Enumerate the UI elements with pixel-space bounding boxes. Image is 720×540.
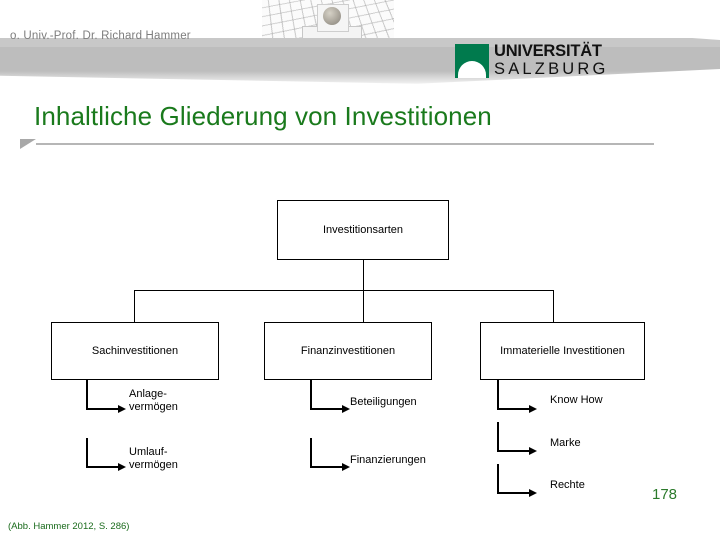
elbow-arm: [310, 466, 344, 468]
connector-elbow-marke: [497, 422, 541, 455]
connector-elbow-finanzierungen: [310, 438, 354, 471]
elbow-stem: [86, 438, 88, 468]
elbow-arm: [497, 408, 531, 410]
elbow-arrowhead-icon: [529, 446, 537, 455]
leaf-line-2: vermögen: [129, 459, 178, 471]
elbow-arm: [497, 492, 531, 494]
leaf-rechte[interactable]: Rechte: [550, 479, 585, 492]
connector-elbow-anlagevermoegen: [86, 380, 130, 413]
leaf-line-1: Marke: [550, 437, 581, 449]
elbow-arm: [86, 408, 120, 410]
connector-elbow-rechte: [497, 464, 541, 497]
node-investitionsarten[interactable]: Investitionsarten: [277, 200, 449, 260]
logo-line-2: SALZBURG: [494, 60, 609, 78]
leaf-anlagevermoegen[interactable]: Anlage- vermögen: [129, 388, 178, 414]
photo-sphere-shape: [323, 7, 341, 25]
leaf-line-1: Beteiligungen: [350, 396, 417, 408]
leaf-line-1: Know How: [550, 394, 603, 406]
node-immaterielle-investitionen[interactable]: Immaterielle Investitionen: [480, 322, 645, 380]
elbow-arrowhead-icon: [342, 404, 350, 413]
logo-dome-shape: [458, 61, 486, 78]
slide-header: o. Univ.-Prof. Dr. Richard Hammer UNIVER…: [0, 0, 720, 92]
node-sachinvestitionen[interactable]: Sachinvestitionen: [51, 322, 219, 380]
page-title: Inhaltliche Gliederung von Investitionen: [34, 101, 492, 131]
header-gray-band: [0, 38, 720, 49]
node-label: Immaterielle Investitionen: [500, 345, 625, 357]
connector-elbow-beteiligungen: [310, 380, 354, 413]
university-logo: UNIVERSITÄT SALZBURG: [455, 42, 665, 86]
title-underline: [36, 143, 654, 145]
presenter-name: o. Univ.-Prof. Dr. Richard Hammer: [10, 30, 191, 42]
connector-drop-branch-1: [134, 290, 135, 325]
leaf-umlaufvermoegen[interactable]: Umlauf- vermögen: [129, 446, 178, 472]
elbow-arrowhead-icon: [529, 404, 537, 413]
leaf-marke[interactable]: Marke: [550, 437, 581, 450]
elbow-arrowhead-icon: [342, 462, 350, 471]
elbow-arm: [310, 408, 344, 410]
leaf-line-1: Anlage-: [129, 388, 167, 400]
elbow-stem: [86, 380, 88, 410]
connector-drop-branch-3: [553, 290, 554, 325]
elbow-stem: [310, 438, 312, 468]
elbow-stem: [497, 422, 499, 452]
elbow-arm: [497, 450, 531, 452]
connector-elbow-knowhow: [497, 380, 541, 413]
leaf-line-1: Finanzierungen: [350, 454, 426, 466]
elbow-arrowhead-icon: [118, 462, 126, 471]
elbow-stem: [310, 380, 312, 410]
connector-horizontal-bar: [134, 290, 553, 291]
investment-tree-diagram: Investitionsarten Sachinvestitionen Fina…: [0, 150, 720, 500]
leaf-knowhow[interactable]: Know How: [550, 394, 603, 407]
page-number: 178: [652, 486, 678, 503]
elbow-arrowhead-icon: [118, 404, 126, 413]
node-finanzinvestitionen[interactable]: Finanzinvestitionen: [264, 322, 432, 380]
source-citation: (Abb. Hammer 2012, S. 286): [8, 521, 130, 532]
elbow-arm: [86, 466, 120, 468]
leaf-finanzierungen[interactable]: Finanzierungen: [350, 454, 426, 467]
leaf-line-1: Umlauf-: [129, 446, 168, 458]
node-label: Sachinvestitionen: [91, 345, 179, 357]
university-logo-mark-icon: [455, 44, 489, 78]
logo-line-1: UNIVERSITÄT: [494, 42, 602, 60]
elbow-stem: [497, 464, 499, 494]
leaf-line-1: Rechte: [550, 479, 585, 491]
connector-elbow-umlaufvermoegen: [86, 438, 130, 471]
title-triangle-marker-icon: [20, 139, 36, 149]
node-label: Investitionsarten: [322, 224, 404, 236]
leaf-beteiligungen[interactable]: Beteiligungen: [350, 396, 417, 409]
header-white-cut: [398, 0, 720, 40]
leaf-line-2: vermögen: [129, 401, 178, 413]
node-label: Finanzinvestitionen: [300, 345, 396, 357]
elbow-stem: [497, 380, 499, 410]
elbow-arrowhead-icon: [529, 488, 537, 497]
connector-drop-branch-2: [363, 290, 364, 325]
